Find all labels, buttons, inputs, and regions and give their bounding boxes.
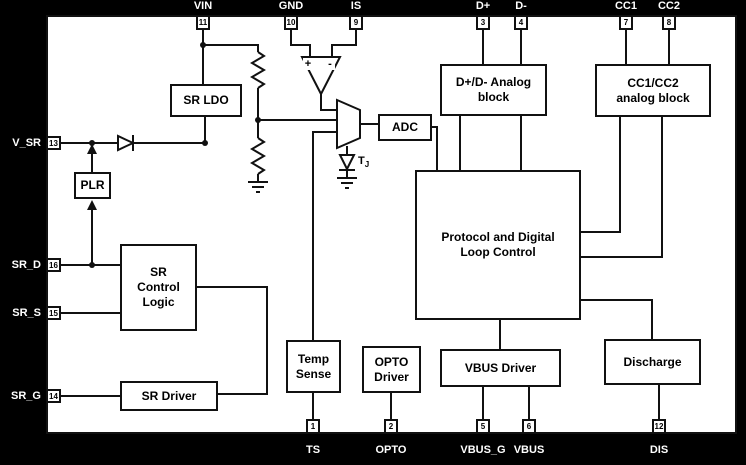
block-vbus-driver: VBUS Driver bbox=[440, 349, 561, 387]
pin-number-5: 5 bbox=[476, 419, 490, 434]
resistor-symbol bbox=[250, 137, 266, 175]
pin-number-13: 13 bbox=[46, 136, 61, 150]
block-protocol-digital-loop-control: Protocol and Digital Loop Control bbox=[415, 170, 581, 320]
block-sr-control-logic: SR Control Logic bbox=[120, 244, 197, 331]
pin-label-is: IS bbox=[350, 0, 362, 12]
pin-number-6: 6 bbox=[522, 419, 536, 434]
wire-opamp-out bbox=[320, 94, 337, 111]
ground-symbol bbox=[337, 177, 357, 189]
junction-dot bbox=[200, 42, 206, 48]
pin-label-ts: TS bbox=[305, 444, 321, 456]
junction-dot bbox=[89, 262, 95, 268]
pin-number-10: 10 bbox=[284, 15, 298, 30]
wire-gnd bbox=[290, 30, 311, 57]
pin-label-vsr: V_SR bbox=[12, 137, 41, 149]
block-discharge: Discharge bbox=[604, 339, 701, 385]
pin-label-dminus: D- bbox=[515, 0, 527, 12]
block-dp-dm-analog: D+/D- Analog block bbox=[440, 64, 547, 116]
mux-symbol bbox=[336, 98, 361, 150]
wire-logic-to-driver bbox=[197, 286, 268, 395]
pin-label-dis: DIS bbox=[649, 444, 669, 456]
block-cc-analog: CC1/CC2 analog block bbox=[595, 64, 711, 117]
pin-number-1: 1 bbox=[306, 419, 320, 434]
tj-label: TJ bbox=[358, 155, 370, 170]
block-adc: ADC bbox=[378, 114, 432, 141]
pin-number-8: 8 bbox=[662, 15, 676, 30]
pin-number-15: 15 bbox=[46, 306, 61, 320]
arrowhead-up-icon bbox=[87, 200, 97, 210]
wire-tempsense-to-mux bbox=[312, 131, 337, 340]
wire-cc-to-protocol bbox=[581, 117, 663, 258]
opamp-plus-label: + bbox=[303, 58, 313, 70]
tj-label-sub: J bbox=[364, 160, 370, 170]
wire-vin bbox=[202, 30, 337, 182]
block-sr-driver: SR Driver bbox=[120, 381, 218, 411]
pin-number-12: 12 bbox=[652, 419, 666, 434]
pin-number-7: 7 bbox=[619, 15, 633, 30]
pin-label-opto: OPTO bbox=[375, 444, 407, 456]
wire-is bbox=[331, 30, 357, 57]
pin-label-vbusg: VBUS_G bbox=[460, 444, 506, 456]
pin-label-srs: SR_S bbox=[12, 307, 41, 319]
pin-number-11: 11 bbox=[196, 15, 210, 30]
pin-number-14: 14 bbox=[46, 389, 61, 403]
resistor-symbol bbox=[250, 51, 266, 89]
tj-diode-symbol bbox=[338, 154, 356, 172]
pin-number-16: 16 bbox=[46, 258, 61, 272]
pin-label-cc2: CC2 bbox=[657, 0, 680, 12]
arrowhead-up-icon bbox=[87, 144, 97, 154]
wire-protocol-to-discharge bbox=[581, 299, 653, 339]
pin-number-3: 3 bbox=[476, 15, 490, 30]
pin-number-9: 9 bbox=[349, 15, 363, 30]
pin-label-srg: SR_G bbox=[11, 390, 41, 402]
tj-label-main: T bbox=[358, 155, 365, 167]
junction-dot bbox=[89, 140, 95, 146]
pin-number-2: 2 bbox=[384, 419, 398, 434]
block-temp-sense: Temp Sense bbox=[286, 340, 341, 393]
block-sr-ldo: SR LDO bbox=[170, 84, 242, 117]
pin-label-dplus: D+ bbox=[475, 0, 491, 12]
ground-symbol bbox=[248, 181, 268, 193]
pin-number-4: 4 bbox=[514, 15, 528, 30]
block-plr: PLR bbox=[74, 172, 111, 199]
pin-label-cc1: CC1 bbox=[614, 0, 637, 12]
opamp-minus-label: - bbox=[325, 58, 335, 70]
diode-symbol bbox=[117, 134, 136, 152]
junction-dot bbox=[255, 117, 261, 123]
pin-label-srd: SR_D bbox=[11, 259, 41, 271]
block-opto-driver: OPTO Driver bbox=[362, 346, 421, 393]
pin-label-gnd: GND bbox=[278, 0, 304, 12]
wire-adc-to-protocol bbox=[432, 126, 438, 170]
wire-dpdm-to-protocol bbox=[459, 116, 522, 170]
junction-dot bbox=[202, 140, 208, 146]
pin-label-vbus: VBUS bbox=[513, 444, 545, 456]
pin-label-vin: VIN bbox=[193, 0, 213, 12]
